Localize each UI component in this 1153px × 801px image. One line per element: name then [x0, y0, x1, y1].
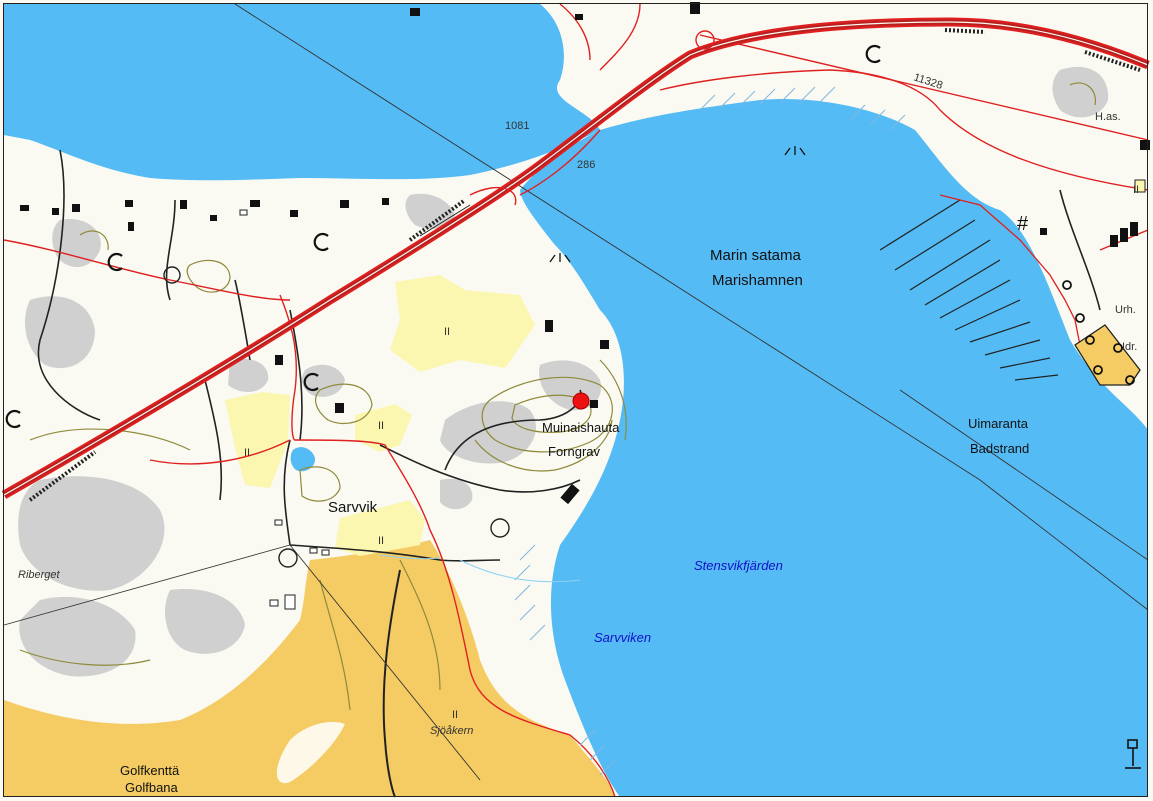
label-grave-fi: Muinaishauta — [542, 420, 620, 435]
poi-marker[interactable] — [572, 392, 590, 410]
field-west — [225, 392, 290, 488]
label-village: Sarvvik — [328, 499, 378, 516]
noise-barriers — [28, 28, 1141, 502]
harbour-pier — [939, 194, 1081, 346]
sea-marks — [549, 146, 806, 263]
label-urh: Urh. — [1115, 304, 1136, 316]
buildings — [20, 2, 1150, 505]
highway-ramps — [163, 30, 715, 568]
field-mark: II — [244, 447, 250, 459]
field-mark: II — [1133, 184, 1139, 196]
pond-small — [290, 447, 316, 472]
label-beach-fi: Uimaranta — [968, 416, 1029, 431]
label-golf-sv: Golfbana — [125, 780, 179, 795]
water-main-bay — [520, 99, 1148, 797]
label-grave-sv: Forngrav — [548, 444, 601, 459]
label-road-286: 286 — [577, 159, 595, 171]
water-north-lake — [4, 4, 600, 181]
main-highway — [1, 17, 1150, 499]
golf-course-area — [4, 540, 615, 797]
harbour-posts — [1062, 280, 1135, 385]
label-hill: Riberget — [18, 569, 61, 581]
harbour-building — [1074, 324, 1141, 386]
marina-piers — [879, 199, 1059, 381]
field-mark: II — [444, 326, 450, 338]
depression-symbols — [5, 44, 881, 429]
reed-hatching — [514, 86, 906, 776]
field-mark: II — [378, 420, 384, 432]
field-mark: II — [452, 709, 458, 721]
marina-symbol: # — [1017, 213, 1029, 235]
field-center — [355, 404, 412, 452]
golf-green — [276, 721, 345, 784]
field-north — [390, 275, 535, 372]
label-bay-stensvik: Stensvikfjärden — [694, 558, 783, 573]
field-mark: II — [378, 535, 384, 547]
streams — [379, 554, 581, 583]
label-marina-fi: Marin satama — [710, 247, 802, 264]
power-lines — [3, 3, 1149, 781]
label-beach-sv: Badstrand — [970, 441, 1029, 456]
minor-roads — [3, 3, 1149, 798]
label-bay-sarvviken: Sarvviken — [594, 630, 651, 645]
label-golf-fi: Golfkenttä — [120, 763, 180, 778]
label-idr: Idr. — [1122, 341, 1137, 353]
label-marina-sv: Marishamnen — [712, 272, 803, 289]
field-sarvvik — [335, 500, 425, 556]
signpost-icon — [1125, 739, 1141, 769]
label-field-sjoakern: Sjöåkern — [430, 725, 473, 737]
rock-outcrops — [18, 66, 1109, 677]
label-h-as: H.as. — [1095, 111, 1121, 123]
label-road-1081: 1081 — [505, 120, 529, 132]
outbuildings — [239, 179, 1146, 610]
